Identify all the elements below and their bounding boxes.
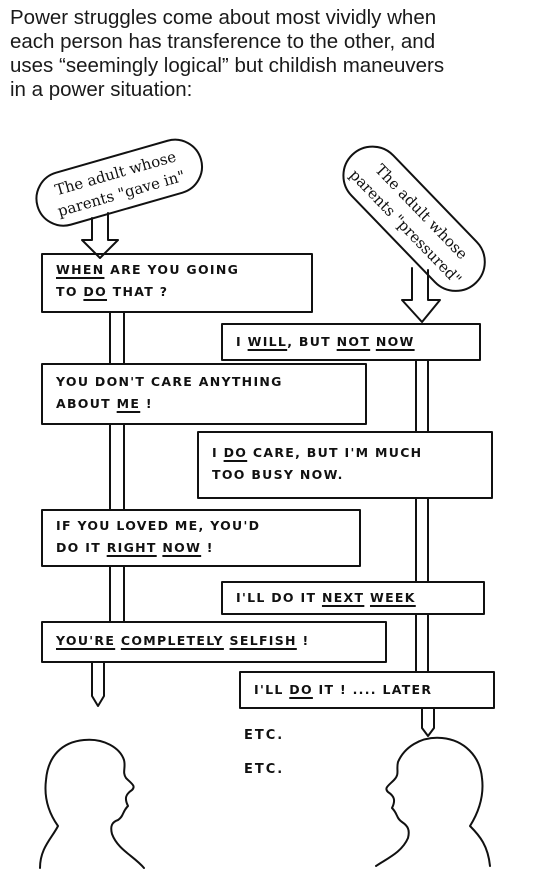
- dialogue-box-1: WHEN ARE YOU GOING TO DO THAT ?: [56, 259, 239, 303]
- dialogue-box-frame: [41, 509, 361, 567]
- dialogue-word: YOU DON'T CARE ANYTHING: [56, 374, 283, 389]
- right-connector: [415, 613, 429, 673]
- dialogue-box-4: I DO CARE, BUT I'M MUCH TOO BUSY NOW.: [212, 442, 422, 486]
- dialogue-word: TO: [56, 284, 84, 299]
- dialogue-box-7: YOU'RE COMPLETELY SELFISH !: [56, 630, 309, 652]
- dialogue-word: !: [140, 396, 153, 411]
- intro-line: in a power situation:: [10, 78, 193, 101]
- left-final-arrow: [91, 661, 105, 707]
- dialogue-word: I'LL: [254, 682, 290, 697]
- dialogue-box-frame: [221, 581, 485, 615]
- intro-text: Power struggles come about most vividly …: [10, 6, 525, 102]
- dialogue-box-8: I'LL DO IT ! .... LATER: [254, 679, 432, 701]
- dialogue-word: NOW: [162, 540, 202, 555]
- dialogue-word: , BUT: [287, 334, 337, 349]
- intro-line: uses “seemingly logical” but childish ma…: [10, 54, 445, 77]
- right-connector: [415, 359, 429, 433]
- right-head-silhouette: [375, 736, 491, 867]
- left-connector: [109, 311, 125, 365]
- right-label-arrow: [401, 267, 441, 323]
- dialogue-word: WEEK: [369, 590, 416, 605]
- intro-line: Power struggles come about most vividly …: [10, 6, 437, 29]
- dialogue-word: COMPLETELY: [120, 633, 224, 648]
- dialogue-box-frame: [197, 431, 493, 499]
- dialogue-box-2: I WILL, BUT NOT NOW: [236, 331, 415, 353]
- dialogue-word: I: [212, 445, 224, 460]
- dialogue-word: DO IT: [56, 540, 107, 555]
- intro-line: each person has transference to the othe…: [10, 30, 436, 53]
- left-label-bubble: [35, 138, 203, 227]
- dialogue-box-5: IF YOU LOVED ME, YOU'D DO IT RIGHT NOW !: [56, 515, 260, 559]
- dialogue-word: ME: [116, 396, 141, 411]
- dialogue-word: DO: [289, 682, 313, 697]
- dialogue-box-frame: [41, 621, 387, 663]
- right-label-bubble: [342, 145, 486, 292]
- dialogue-word: DO: [83, 284, 108, 299]
- dialogue-word: !: [296, 633, 310, 648]
- dialogue-word: I: [236, 334, 248, 349]
- dialogue-word: DO: [223, 445, 248, 460]
- dialogue-box-frame: [41, 363, 367, 425]
- dialogue-word: NOW: [375, 334, 415, 349]
- dialogue-word: IT ! .... LATER: [312, 682, 433, 697]
- dialogue-word: SELFISH: [229, 633, 297, 648]
- dialogue-box-3: YOU DON'T CARE ANYTHING ABOUT ME !: [56, 371, 283, 415]
- left-connector: [109, 565, 125, 623]
- dialogue-word: NOT: [336, 334, 371, 349]
- dialogue-word: RIGHT: [106, 540, 157, 555]
- dialogue-word: IF YOU LOVED ME, YOU'D: [56, 518, 261, 533]
- dialogue-box-frame: [41, 253, 313, 313]
- right-final-arrow: [421, 707, 435, 737]
- dialogue-box-frame: [239, 671, 495, 709]
- right-connector: [415, 497, 429, 583]
- dialogue-word: THAT ?: [107, 284, 169, 299]
- dialogue-box-6: I'LL DO IT NEXT WEEK: [236, 587, 416, 609]
- dialogue-word: YOU'RE: [56, 633, 116, 648]
- left-head-silhouette: [39, 738, 145, 869]
- dialogue-word: ARE YOU GOING: [104, 262, 240, 277]
- dialogue-word: !: [201, 540, 214, 555]
- left-label-arrow: [81, 212, 119, 259]
- etc-text: ETC.: [244, 762, 285, 777]
- left-connector: [109, 423, 125, 511]
- etc-text: ETC.: [244, 728, 285, 743]
- dialogue-box-frame: [221, 323, 481, 361]
- dialogue-word: ABOUT: [56, 396, 117, 411]
- dialogue-word: I'LL DO IT: [236, 590, 322, 605]
- dialogue-word: NEXT: [321, 590, 365, 605]
- dialogue-word: CARE, BUT I'M MUCH: [247, 445, 423, 460]
- dialogue-word: WILL: [247, 334, 288, 349]
- dialogue-word: TOO BUSY NOW.: [212, 467, 344, 482]
- dialogue-word: WHEN: [56, 262, 105, 277]
